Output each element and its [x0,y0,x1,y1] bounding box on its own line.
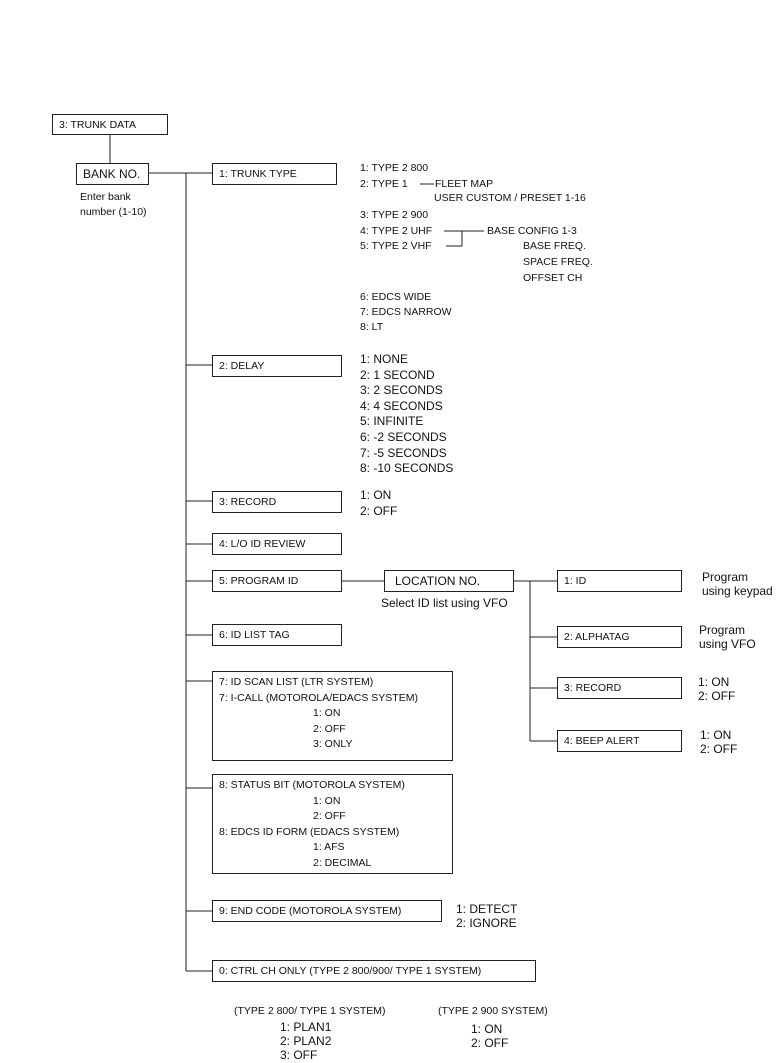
ctrl-ch-left-option: 2: PLAN2 [280,1034,332,1048]
beep-option: 1: ON [700,728,732,742]
end-code-option: 2: IGNORE [456,916,517,930]
alphatag-note: Program using VFO [699,623,756,651]
offset-ch-label: OFFSET CH [523,272,583,284]
trunk-type-opt4: 4: TYPE 2 UHF [360,225,433,237]
delay-option: 1: NONE [360,352,409,366]
trunk-type-opt2: 2: TYPE 1 [360,178,408,190]
location-no-box: LOCATION NO. [384,570,514,592]
record-option: 1: ON [360,488,392,502]
trunk-type-opt3: 3: TYPE 2 900 [360,209,429,221]
trunk-data-box: 3: TRUNK DATA [52,114,168,135]
delay-box: 2: DELAY [212,355,342,377]
trunk-type-opt7: 7: EDCS NARROW [360,306,452,318]
trunk-type-box: 1: TRUNK TYPE [212,163,337,185]
delay-option: 2: 1 SECOND [360,367,435,382]
delay-option: 8: -10 SECONDS [360,461,454,476]
alphatag-note-line1: Program [699,623,746,637]
user-custom-label: USER CUSTOM / PRESET 1-16 [434,192,586,204]
ctrl-ch-left-option: 1: PLAN1 [280,1020,332,1034]
bank-note-line2: number (1-10) [80,206,147,218]
id-scan-option: 2: OFF [313,722,346,735]
trunk-type-opt5: 5: TYPE 2 VHF [360,240,432,252]
delay-option: 3: 2 SECONDS [360,383,443,398]
lo-id-review-box: 4: L/O ID REVIEW [212,533,342,555]
beep-alert-box: 4: BEEP ALERT [557,730,682,752]
ctrl-ch-right-option: 1: ON [471,1022,503,1036]
beep-option: 2: OFF [700,742,738,756]
space-freq-label: SPACE FREQ. [523,256,593,268]
sub-record-box: 3: RECORD [557,677,682,699]
id-scan-option: 3: ONLY [313,738,353,750]
id-note: Program using keypad [702,570,773,598]
edcs-id-form-option: 2: DECIMAL [313,856,372,869]
id-list-tag-box: 6: ID LIST TAG [212,624,342,646]
status-bit-box: 8: STATUS BIT (MOTOROLA SYSTEM) 1: ON 2:… [212,774,453,874]
sub-record-option: 1: ON [698,675,730,689]
sub-record-options: 1: ON 2: OFF [698,675,735,703]
end-code-options: 1: DETECT 2: IGNORE [456,902,517,930]
location-note: Select ID list using VFO [381,596,508,610]
base-config-label: BASE CONFIG 1-3 [487,225,577,237]
id-scan-option: 1: ON [313,707,341,719]
ctrl-ch-right-options: 1: ON 2: OFF [471,1022,508,1050]
id-note-line1: Program [702,570,749,584]
bank-note: Enter bank number (1-10) [80,190,147,220]
trunk-type-opt8: 8: LT [360,321,384,333]
trunk-type-opt6: 6: EDCS WIDE [360,291,432,303]
record-options: 1: ON 2: OFF [360,488,397,519]
delay-option: 7: -5 SECONDS [360,445,447,460]
ctrl-ch-left-title: (TYPE 2 800/ TYPE 1 SYSTEM) [234,1005,386,1017]
delay-option: 4: 4 SECONDS [360,398,443,413]
ctrl-ch-box: 0: CTRL CH ONLY (TYPE 2 800/900/ TYPE 1 … [212,960,536,982]
beep-options: 1: ON 2: OFF [700,728,737,756]
ctrl-ch-left-option: 3: OFF [280,1048,318,1062]
id-scan-line1: 7: ID SCAN LIST (LTR SYSTEM) [219,676,374,688]
bank-note-line1: Enter bank [80,191,131,203]
bank-no-box: BANK NO. [76,163,149,185]
id-scan-box: 7: ID SCAN LIST (LTR SYSTEM) 7: I-CALL (… [212,671,453,761]
end-code-box: 9: END CODE (MOTOROLA SYSTEM) [212,900,442,922]
end-code-option: 1: DETECT [456,902,518,916]
fleet-map-label: FLEET MAP [435,178,494,190]
program-id-box: 5: PROGRAM ID [212,570,342,592]
alphatag-box: 2: ALPHATAG [557,626,682,648]
id-scan-line2: 7: I-CALL (MOTOROLA/EDACS SYSTEM) [219,691,418,704]
edcs-id-form-line: 8: EDCS ID FORM (EDACS SYSTEM) [219,825,400,838]
ctrl-ch-left-options: 1: PLAN1 2: PLAN2 3: OFF [280,1020,331,1062]
record-box: 3: RECORD [212,491,342,513]
status-bit-option: 2: OFF [313,810,346,822]
delay-option: 6: -2 SECONDS [360,429,447,444]
delay-option: 5: INFINITE [360,414,424,429]
base-freq-label: BASE FREQ. [523,240,587,252]
delay-options: 1: NONE 2: 1 SECOND 3: 2 SECONDS 4: 4 SE… [360,352,453,477]
id-box: 1: ID [557,570,682,592]
status-bit-line1: 8: STATUS BIT (MOTOROLA SYSTEM) [219,779,405,791]
record-option: 2: OFF [360,503,398,518]
trunk-type-opt1: 1: TYPE 2 800 [360,162,429,174]
edcs-id-form-option: 1: AFS [313,841,345,853]
sub-record-option: 2: OFF [698,689,736,703]
status-bit-option: 1: ON [313,794,341,807]
alphatag-note-line2: using VFO [699,637,756,651]
ctrl-ch-right-title: (TYPE 2 900 SYSTEM) [438,1005,548,1017]
id-note-line2: using keypad [702,584,773,598]
ctrl-ch-right-option: 2: OFF [471,1036,509,1050]
